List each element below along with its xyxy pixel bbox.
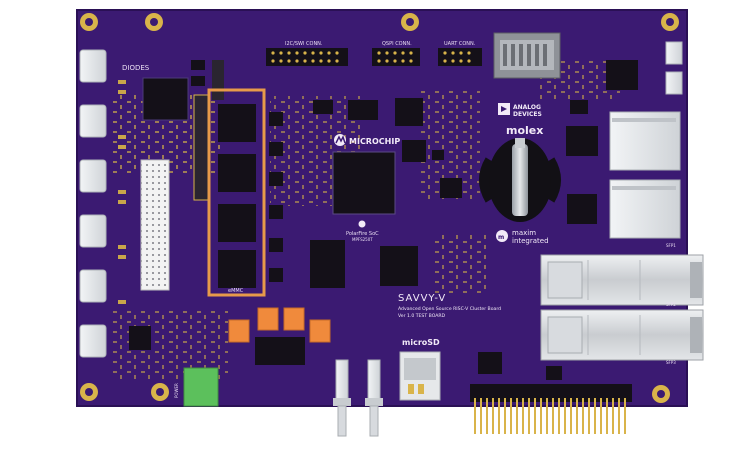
ethernet-phy-chip — [567, 194, 597, 224]
uart-conn-label: UART CONN. — [444, 41, 476, 47]
sma-connector — [335, 359, 349, 401]
sfp3-label: SFP3 — [666, 360, 676, 365]
qspi-conn-label: QSPI CONN. — [382, 41, 412, 47]
analog-devices-logo-icon — [498, 103, 510, 115]
edge-connector — [665, 71, 683, 95]
emmc-outline — [207, 88, 266, 297]
uart-connector — [438, 48, 482, 66]
board-version: Ver 1.0 TEST BOARD — [398, 313, 446, 319]
power-regulator-chip — [255, 337, 305, 365]
gold-pin — [564, 398, 566, 434]
gold-pin — [576, 398, 578, 434]
polarfire-label: PolarFire SoC — [346, 231, 379, 237]
edge-connector — [79, 214, 107, 248]
coin-cell-holder — [479, 138, 561, 222]
edge-connector — [665, 41, 683, 65]
chip — [129, 326, 151, 350]
edge-connector — [79, 269, 107, 303]
analog-devices-label-2: DEVICES — [513, 111, 542, 118]
i2c-conn-label: I2C/SWI CONN. — [285, 41, 323, 47]
passive-array — [118, 80, 126, 304]
gold-pin — [582, 398, 584, 434]
gold-pin — [570, 398, 572, 434]
gold-pin — [606, 398, 608, 434]
ethernet-phy-chip — [566, 126, 598, 156]
maxim-label-2: integrated — [512, 237, 549, 245]
gold-pin — [516, 398, 518, 434]
molex-label: molex — [506, 124, 543, 137]
sfp2-label: SFP2 — [666, 302, 676, 307]
chip — [570, 100, 588, 114]
microchip-small-logo-icon — [358, 220, 366, 228]
gold-pin — [618, 398, 620, 434]
sfp-cages — [540, 254, 704, 361]
gold-pin — [558, 398, 560, 434]
gold-pin — [552, 398, 554, 434]
gold-pin — [588, 398, 590, 434]
gold-pin — [522, 398, 524, 434]
power-terminal — [183, 367, 219, 407]
gold-pin — [486, 398, 488, 434]
microchip-logo-icon — [334, 134, 346, 146]
ethernet-jacks — [609, 111, 681, 239]
polarfire-sub-label: MPFS250T — [352, 237, 373, 242]
svg-text:m: m — [498, 234, 504, 241]
gold-pin — [546, 398, 548, 434]
power-inductors — [228, 307, 331, 343]
board-subtitle: Advanced Open Source RISC-V Cluster Boar… — [398, 306, 501, 312]
emmc-chip — [218, 250, 256, 288]
gold-pin — [624, 398, 626, 434]
gold-pin — [594, 398, 596, 434]
gold-pin — [612, 398, 614, 434]
vertical-header — [193, 94, 209, 201]
edge-connector — [79, 159, 107, 193]
analog-devices-label-1: ANALOG — [513, 104, 541, 111]
microchip-logo-text: MICROCHIP — [349, 137, 400, 146]
chip — [191, 76, 205, 86]
ddr-chip — [380, 246, 418, 286]
chip — [606, 60, 638, 90]
gold-pin — [492, 398, 494, 434]
gold-pin — [498, 398, 500, 434]
gold-pin — [504, 398, 506, 434]
emmc-chip — [218, 104, 256, 142]
chip — [546, 366, 562, 380]
gpio-pin-header — [470, 384, 632, 434]
board-title: SAVVY-V — [398, 293, 446, 304]
chip — [478, 352, 502, 374]
chip — [191, 60, 205, 70]
edge-connector — [79, 324, 107, 358]
i2c-connector — [266, 48, 348, 66]
chip — [142, 77, 189, 121]
sma-connector — [367, 359, 381, 401]
gold-pin — [480, 398, 482, 434]
edge-connector — [79, 49, 107, 83]
vertical-header — [212, 60, 224, 100]
sma-connectors — [333, 359, 383, 437]
polarfire-soc-chip — [332, 151, 396, 215]
gold-pin — [600, 398, 602, 434]
emmc-chip — [218, 154, 256, 192]
diodes-label: DIODES — [122, 64, 150, 72]
edge-connector — [79, 104, 107, 138]
gold-pin — [540, 398, 542, 434]
gold-pin — [528, 398, 530, 434]
ddr-chip — [310, 240, 345, 288]
gold-pin — [534, 398, 536, 434]
left-edge-connectors — [79, 49, 107, 358]
pin-header-strip — [140, 159, 170, 291]
power-label: POWER — [174, 383, 179, 398]
gold-pin — [474, 398, 476, 434]
small-chips — [269, 112, 283, 282]
emmc-label: eMMC — [228, 288, 244, 294]
maxim-label-1: maxim — [512, 229, 536, 237]
gold-pin — [510, 398, 512, 434]
support-chips — [313, 98, 462, 198]
maxim-logo-icon: m — [496, 230, 508, 242]
qspi-connector — [372, 48, 420, 66]
sfp1-label: SFP1 — [666, 243, 676, 248]
emmc-chip — [218, 204, 256, 242]
microsd-logo-icon: microSD — [402, 338, 440, 347]
